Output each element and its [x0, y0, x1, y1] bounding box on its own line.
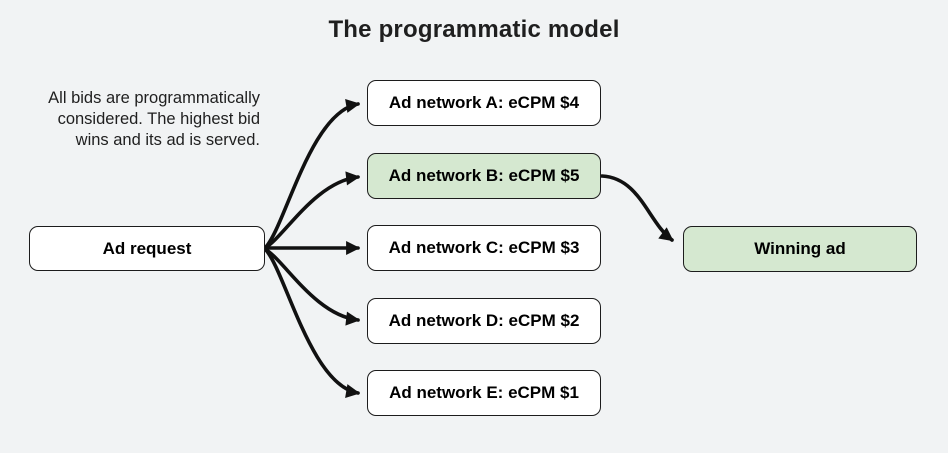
network-d-label: Ad network D: eCPM $2: [388, 311, 580, 330]
diagram-title: The programmatic model: [328, 16, 620, 43]
network-d-box: Ad network D: eCPM $2: [367, 298, 601, 344]
arrow-request-to-network-d: [263, 247, 361, 326]
network-a-label: Ad network A: eCPM $4: [388, 93, 580, 112]
network-b-box: Ad network B: eCPM $5: [367, 153, 601, 199]
arrow-network-b-to-winning-ad: [600, 174, 674, 242]
network-c-box: Ad network C: eCPM $3: [367, 225, 601, 271]
description-text: All bids are programmatically considered…: [48, 89, 260, 149]
network-b-label: Ad network B: eCPM $5: [388, 166, 580, 185]
arrow-request-to-network-b: [263, 171, 361, 250]
ad-request-label: Ad request: [102, 238, 192, 258]
network-a-box: Ad network A: eCPM $4: [367, 80, 601, 126]
arrow-request-to-network-e: [263, 247, 361, 398]
network-c-label: Ad network C: eCPM $3: [388, 238, 580, 257]
network-e-box: Ad network E: eCPM $1: [367, 370, 601, 416]
arrow-request-to-network-a: [263, 99, 361, 250]
winning-ad-label: Winning ad: [754, 239, 846, 258]
ad-request-box: Ad request: [29, 226, 265, 271]
network-e-label: Ad network E: eCPM $1: [389, 383, 579, 402]
winning-ad-box: Winning ad: [683, 226, 917, 272]
